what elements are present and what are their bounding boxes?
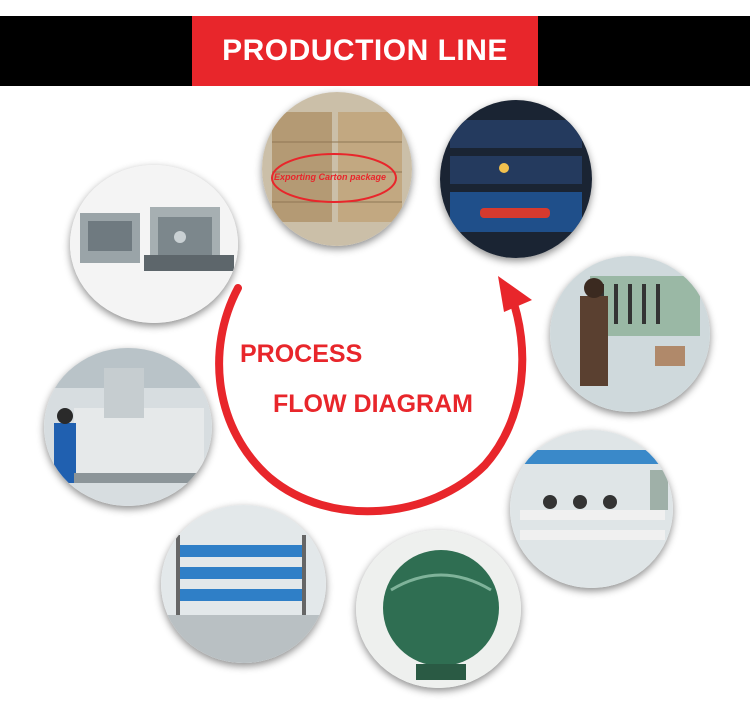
injection-molding-photo-icon — [44, 348, 212, 506]
center-label-process: PROCESS — [240, 340, 363, 368]
photo-integrating-sphere — [356, 530, 521, 688]
warehouse-shelves-photo-icon — [161, 505, 326, 663]
inspection-station-photo-icon — [550, 256, 710, 412]
retail-package-photo-icon — [440, 100, 592, 258]
arrow-head-icon — [498, 276, 532, 312]
photo-mold — [70, 165, 238, 323]
center-label-flow-diagram: FLOW DIAGRAM — [273, 390, 473, 418]
carton-package-photo-icon — [262, 92, 412, 246]
photo-inspection-station — [550, 256, 710, 412]
mold-machine-photo-icon — [70, 165, 238, 323]
header-bar: PRODUCTION LINE — [0, 16, 750, 86]
photo-retail-package — [440, 100, 592, 258]
carton-caption: Exporting Carton package — [274, 172, 387, 182]
page-title: PRODUCTION LINE — [222, 34, 508, 67]
photo-assembly-line — [510, 430, 673, 588]
integrating-sphere-photo-icon — [356, 530, 521, 688]
arc-path — [215, 284, 527, 516]
photo-injection-molding — [44, 348, 212, 506]
photo-carton-package: Exporting Carton package — [262, 92, 412, 246]
title-banner: PRODUCTION LINE — [192, 16, 538, 86]
assembly-line-photo-icon — [510, 430, 673, 588]
photo-warehouse — [161, 505, 326, 663]
